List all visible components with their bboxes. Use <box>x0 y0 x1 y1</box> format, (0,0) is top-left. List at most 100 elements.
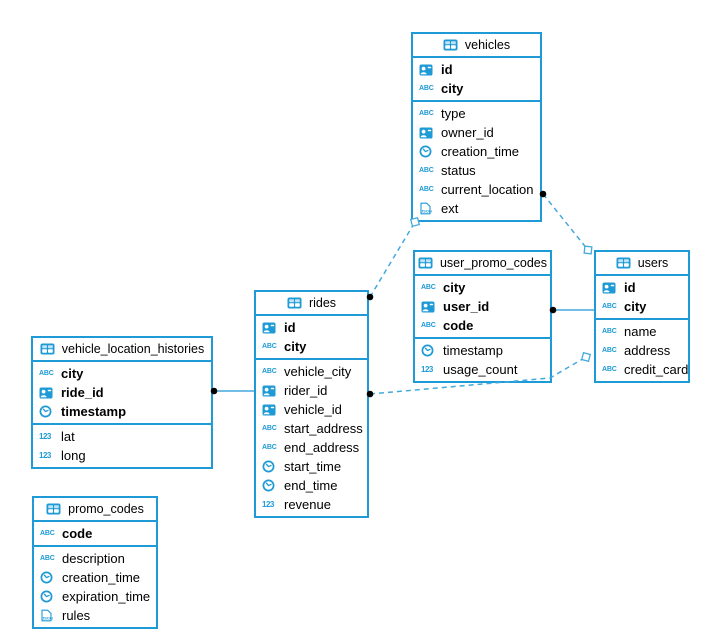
column-name: city <box>284 339 307 354</box>
column-ride_id[interactable]: ride_id <box>33 383 211 402</box>
json-icon: JSON <box>40 609 57 622</box>
id-card-icon <box>419 126 436 139</box>
number-icon-glyph: 123 <box>421 364 433 374</box>
column-name: name <box>624 324 657 339</box>
id-card-icon <box>419 63 436 76</box>
number-icon-glyph: 123 <box>262 499 274 509</box>
clock-icon <box>419 145 436 158</box>
table-header[interactable]: users <box>596 252 688 276</box>
column-name: lat <box>61 429 75 444</box>
table-icon <box>40 343 57 356</box>
column-id[interactable]: id <box>413 60 540 79</box>
column-name: rider_id <box>284 383 328 398</box>
column-id[interactable]: id <box>256 318 367 337</box>
column-id[interactable]: id <box>596 278 688 297</box>
number-icon-glyph: 123 <box>39 431 51 441</box>
text-icon-glyph: ABC <box>419 85 434 92</box>
text-icon: ABC <box>602 344 619 357</box>
text-icon-glyph: ABC <box>262 343 277 350</box>
text-icon-glyph: ABC <box>602 328 617 335</box>
column-timestamp[interactable]: timestamp <box>33 402 211 421</box>
column-start_time[interactable]: start_time <box>256 457 367 476</box>
text-icon-glyph: ABC <box>419 110 434 117</box>
text-icon: ABC <box>602 300 619 313</box>
text-icon: ABC <box>419 183 436 196</box>
column-name: start_time <box>284 459 342 474</box>
text-icon-glyph: ABC <box>262 368 277 375</box>
table-icon <box>46 503 63 516</box>
column-creation_time[interactable]: creation_time <box>413 142 540 161</box>
id-card-icon <box>39 386 56 399</box>
column-end_time[interactable]: end_time <box>256 476 367 495</box>
column-usage_count[interactable]: 123 usage_count <box>415 360 550 379</box>
column-user_id[interactable]: user_id <box>415 297 550 316</box>
table-header[interactable]: vehicle_location_histories <box>33 338 211 362</box>
number-icon-glyph: 123 <box>39 450 51 460</box>
number-icon: 123 <box>421 363 438 376</box>
column-name: timestamp <box>61 404 127 419</box>
text-icon: ABC <box>421 281 438 294</box>
column-long[interactable]: 123 long <box>33 446 211 465</box>
column-city[interactable]: ABC city <box>413 79 540 98</box>
table-header[interactable]: rides <box>256 292 367 316</box>
column-name[interactable]: ABC name <box>596 322 688 341</box>
pk-endpoint-diamond <box>583 245 593 255</box>
column-name: city <box>443 280 466 295</box>
column-lat[interactable]: 123 lat <box>33 427 211 446</box>
table-header[interactable]: promo_codes <box>34 498 156 522</box>
column-expiration_time[interactable]: expiration_time <box>34 587 156 606</box>
column-name: end_time <box>284 478 338 493</box>
columns-section: 123 lat 123 long <box>33 425 211 467</box>
relation-rides-to-users[interactable] <box>369 356 587 395</box>
column-name: long <box>61 448 86 463</box>
column-name: id <box>441 62 453 77</box>
table-header[interactable]: vehicles <box>413 34 540 58</box>
column-vehicle_id[interactable]: vehicle_id <box>256 400 367 419</box>
column-name: usage_count <box>443 362 518 377</box>
relation-vehicles-to-users[interactable] <box>542 193 589 251</box>
relation-rides-to-vehicles[interactable] <box>369 221 416 298</box>
column-creation_time[interactable]: creation_time <box>34 568 156 587</box>
table-header[interactable]: user_promo_codes <box>415 252 550 276</box>
column-timestamp[interactable]: timestamp <box>415 341 550 360</box>
column-name: expiration_time <box>62 589 151 604</box>
column-name: city <box>441 81 464 96</box>
column-rider_id[interactable]: rider_id <box>256 381 367 400</box>
column-city[interactable]: ABC city <box>256 337 367 356</box>
column-owner_id[interactable]: owner_id <box>413 123 540 142</box>
column-city[interactable]: ABC city <box>415 278 550 297</box>
number-icon: 123 <box>262 498 279 511</box>
column-name: ride_id <box>61 385 104 400</box>
column-name: ext <box>441 201 459 216</box>
